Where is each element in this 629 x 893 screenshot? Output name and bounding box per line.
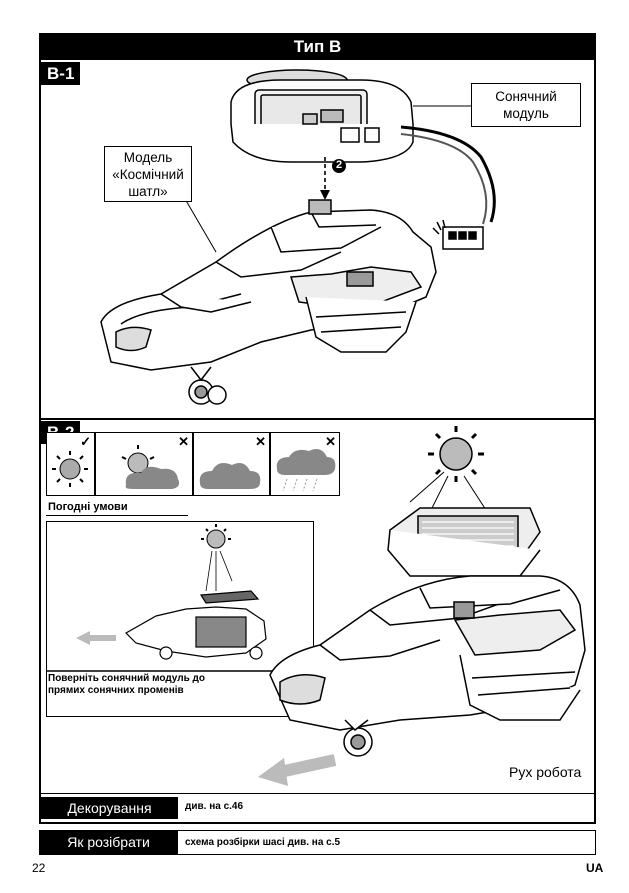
weather-cloudy: ✕	[193, 432, 270, 496]
step-2-badge	[332, 159, 346, 173]
cross-mark-icon: ✕	[178, 434, 189, 449]
decorating-row	[41, 793, 594, 823]
connector-plug	[432, 219, 484, 250]
rain-cloud-icon	[276, 449, 336, 492]
sun-cloud-icon	[121, 445, 180, 489]
inset-illustration	[46, 524, 314, 672]
big-robot-body-drawing	[269, 575, 586, 757]
small-robot-drawing	[125, 590, 267, 660]
big-solar-module-drawing	[387, 507, 541, 577]
weather-label: Погодні умови	[46, 499, 188, 516]
inset-box	[46, 521, 314, 717]
check-mark-icon: ✓	[80, 434, 91, 449]
page-number: 22	[32, 861, 46, 875]
weather-partly-cloudy: ✕	[95, 432, 193, 496]
step-1-label: 1	[415, 248, 423, 260]
instruction-text: Поверніть сонячний модуль до прямих соня…	[48, 673, 205, 696]
disassembly-label: Як розібрати	[39, 830, 178, 855]
section-divider	[39, 418, 596, 420]
language-code: UA	[586, 861, 604, 875]
decorating-ref: див. на с.46	[185, 801, 244, 812]
b1-illustration	[100, 69, 496, 405]
solar-module-drawing	[230, 69, 414, 163]
big-sun-icon	[409, 426, 487, 513]
step-2-label: 2	[335, 159, 343, 171]
sun-icon	[52, 451, 88, 487]
b2-robot-illustration	[258, 426, 586, 786]
robot-motion-label: Рух робота	[509, 764, 582, 780]
cross-mark-icon: ✕	[255, 434, 266, 449]
cloud-icon	[199, 463, 261, 489]
decorating-label: Декорування	[41, 797, 178, 819]
model-shuttle-callout: Модель «Космічний шатл»	[104, 146, 192, 202]
small-sun-icon	[201, 524, 233, 592]
cross-mark-icon: ✕	[325, 434, 336, 449]
space-shuttle-model-drawing	[100, 199, 437, 405]
weather-sunny: ✓	[46, 432, 95, 496]
weather-rainy: ✕	[270, 432, 340, 496]
disassembly-ref: схема розбірки шасі див. на с.5	[185, 837, 341, 848]
section-tag-b1: В-1	[41, 62, 81, 85]
solar-module-callout: Сонячний модуль	[471, 83, 581, 127]
page-title: Тип В	[39, 33, 596, 60]
